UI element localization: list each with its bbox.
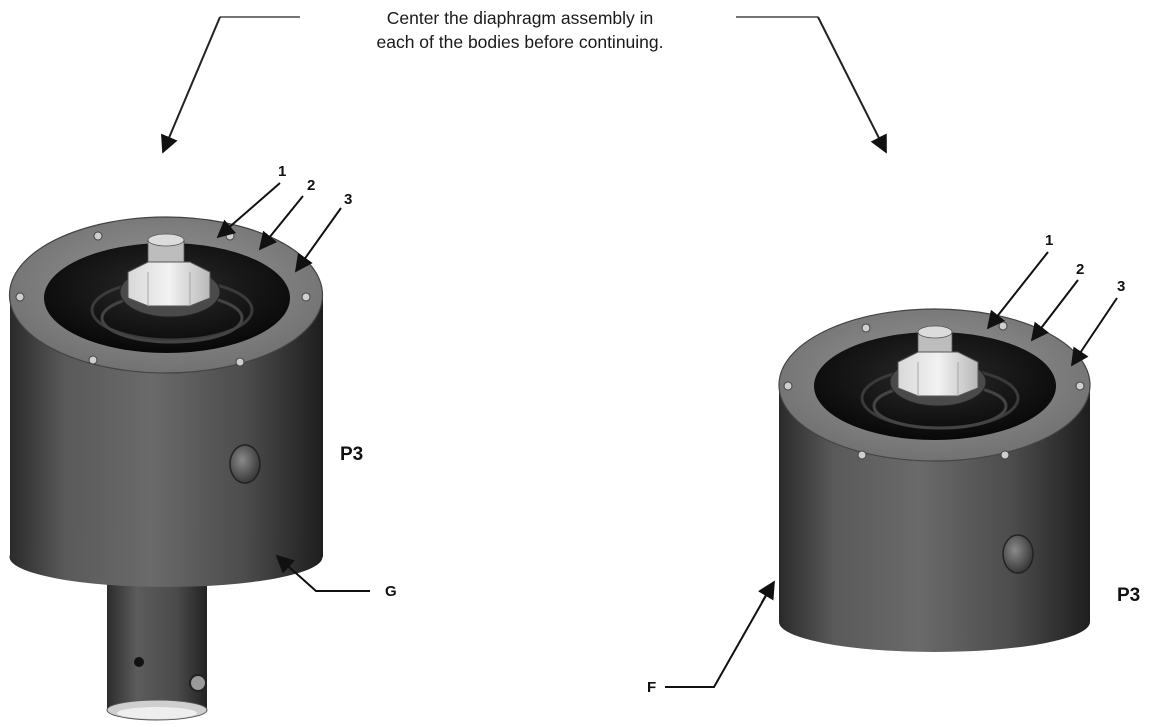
- callout-label-3: 3: [1117, 278, 1125, 295]
- callout-3-arrow: [294, 207, 342, 273]
- callout-label-3: 3: [344, 191, 352, 208]
- center-nut: [897, 325, 979, 397]
- callout-label-2: 2: [307, 177, 315, 194]
- callout-label-f: F: [647, 679, 656, 696]
- callout-label-g: G: [385, 583, 397, 600]
- instruction-line-2: each of the bodies before continuing.: [376, 32, 664, 52]
- callout-f-leader: [665, 584, 773, 688]
- right-labels: 1 2 3 P3 F: [647, 232, 1140, 696]
- callout-1-arrow: [216, 182, 281, 239]
- left-labels: 1 2 3 P3 G: [278, 163, 397, 600]
- callout-label-1: 1: [1045, 232, 1053, 249]
- leader-arrow-left: [161, 16, 221, 154]
- instruction-line-1: Center the diaphragm assembly in: [386, 8, 654, 28]
- port-label: P3: [340, 444, 363, 465]
- side-port-icon: [229, 444, 261, 484]
- callout-2-arrow: [1030, 279, 1079, 342]
- callout-2-arrow: [258, 195, 304, 251]
- callout-f-arrow: [757, 580, 775, 603]
- instruction-leaders: [161, 16, 887, 154]
- callout-label-2: 2: [1076, 261, 1084, 278]
- stem-hole-icon: [134, 657, 144, 667]
- center-nut: [127, 233, 211, 307]
- stem-hole-icon: [189, 674, 207, 692]
- callout-label-1: 1: [278, 163, 286, 180]
- leader-arrow-right: [817, 16, 887, 154]
- callout-g-arrow: [275, 554, 296, 574]
- right-pump-body: [778, 308, 1091, 652]
- left-pump-body: [8, 216, 324, 721]
- right-callout-leaders: [665, 251, 1118, 688]
- left-callout-leaders: [216, 182, 370, 592]
- callout-1-arrow: [986, 251, 1049, 330]
- callout-3-arrow: [1070, 297, 1118, 367]
- instruction-note: Center the diaphragm assembly in each of…: [300, 6, 740, 54]
- side-port-icon: [1002, 534, 1034, 574]
- port-label: P3: [1117, 585, 1140, 606]
